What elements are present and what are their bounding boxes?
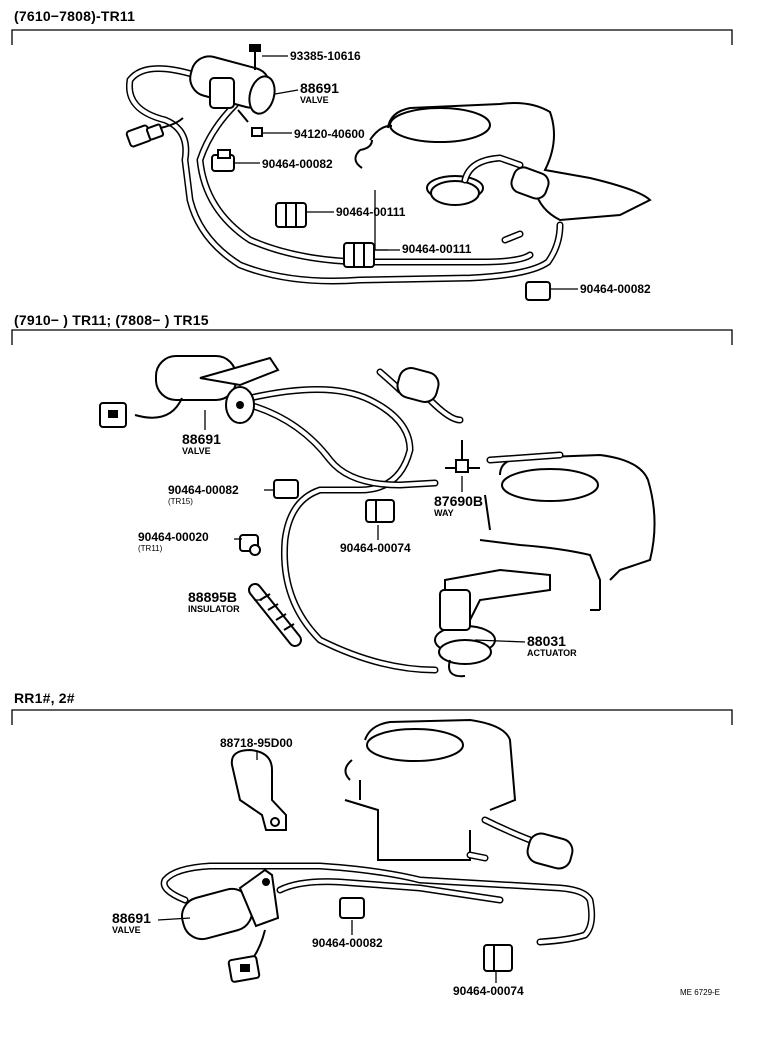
clip-90464-00082-b bbox=[525, 281, 551, 301]
section-3-header: RR1#, 2# bbox=[14, 690, 75, 706]
part-90464-00074-label-3: 90464-00074 bbox=[453, 984, 524, 998]
section-1-frame bbox=[11, 29, 733, 45]
clip-2-a bbox=[273, 479, 299, 499]
section-2-artwork bbox=[99, 355, 656, 678]
section-1-artwork bbox=[125, 44, 652, 301]
clip-90464-00082-a bbox=[211, 149, 235, 172]
part-90464-00082-label-b: 90464-00082 bbox=[580, 282, 651, 296]
tr11-note: (TR11) bbox=[138, 544, 163, 553]
clip-3-a bbox=[339, 897, 365, 919]
clip-2-b bbox=[239, 534, 261, 556]
valve-88691-2 bbox=[134, 355, 280, 424]
valve-name-label-2: VALVE bbox=[182, 446, 211, 456]
part-90464-00020-label: 90464-00020 bbox=[138, 530, 209, 544]
part-90464-00082-label-a: 90464-00082 bbox=[262, 157, 333, 171]
section-2-header: (7910− ) TR11; (7808− ) TR15 bbox=[14, 312, 209, 328]
insulator-name-label: INSULATOR bbox=[188, 604, 240, 614]
connector-3 bbox=[227, 955, 261, 983]
part-90464-00111-label-b: 90464-00111 bbox=[402, 242, 472, 256]
clip-90464-00111-a bbox=[275, 202, 307, 228]
section-2-frame bbox=[11, 329, 733, 345]
filter-2 bbox=[396, 367, 440, 403]
valve-88691-1 bbox=[189, 44, 276, 137]
connector-2 bbox=[99, 402, 127, 428]
actuator-88031 bbox=[434, 568, 551, 678]
valve-name-label-1: VALVE bbox=[300, 95, 329, 105]
leaders-section-1 bbox=[234, 55, 578, 290]
carburetor-outline-3 bbox=[344, 718, 517, 861]
part-88718-95d00-label: 88718-95D00 bbox=[220, 736, 293, 750]
clip-3-b bbox=[483, 944, 513, 972]
part-94120-40600-label: 94120-40600 bbox=[294, 127, 365, 141]
part-93385-10616-label: 93385-10616 bbox=[290, 49, 361, 63]
diaphragm-1 bbox=[426, 154, 550, 206]
carburetor-outline-1 bbox=[354, 102, 652, 222]
valve-name-label-3: VALVE bbox=[112, 925, 141, 935]
part-90464-00111-label-a: 90464-00111 bbox=[336, 205, 406, 219]
part-88691-label-2: 88691 bbox=[182, 431, 221, 447]
clip-2-c bbox=[365, 499, 395, 523]
way-name-label: WAY bbox=[434, 508, 454, 518]
section-3-frame bbox=[11, 709, 733, 725]
part-90464-00074-label-2: 90464-00074 bbox=[340, 541, 411, 555]
insulator-2 bbox=[248, 583, 302, 647]
drawing-code: ME 6729-E bbox=[680, 988, 721, 997]
bracket-88718 bbox=[230, 748, 287, 831]
valve-88691-3 bbox=[181, 868, 280, 963]
part-88031-label: 88031 bbox=[527, 633, 566, 649]
vacuum-hose-1 bbox=[125, 65, 564, 285]
three-way-joint bbox=[445, 440, 480, 473]
part-87690b-label: 87690B bbox=[434, 493, 484, 509]
section-3-artwork bbox=[157, 718, 596, 983]
clip-90464-00111-b bbox=[343, 242, 375, 268]
part-90464-00082-label-2: 90464-00082 bbox=[168, 483, 239, 497]
connector-1 bbox=[125, 117, 184, 148]
part-88895b-label: 88895B bbox=[188, 589, 238, 605]
section-1-header: (7610−7808)-TR11 bbox=[14, 8, 136, 24]
leaders-section-3 bbox=[157, 752, 497, 983]
vacuum-hose-2 bbox=[246, 368, 564, 674]
part-90464-00082-label-3: 90464-00082 bbox=[312, 936, 383, 950]
leaders-section-2 bbox=[204, 410, 526, 643]
part-88691-label-1: 88691 bbox=[300, 80, 339, 96]
part-88691-label-3: 88691 bbox=[112, 910, 151, 926]
filter-3 bbox=[526, 832, 574, 870]
tr15-note: (TR15) bbox=[168, 497, 193, 506]
actuator-name-label: ACTUATOR bbox=[527, 648, 577, 658]
vacuum-hose-3 bbox=[160, 816, 596, 946]
